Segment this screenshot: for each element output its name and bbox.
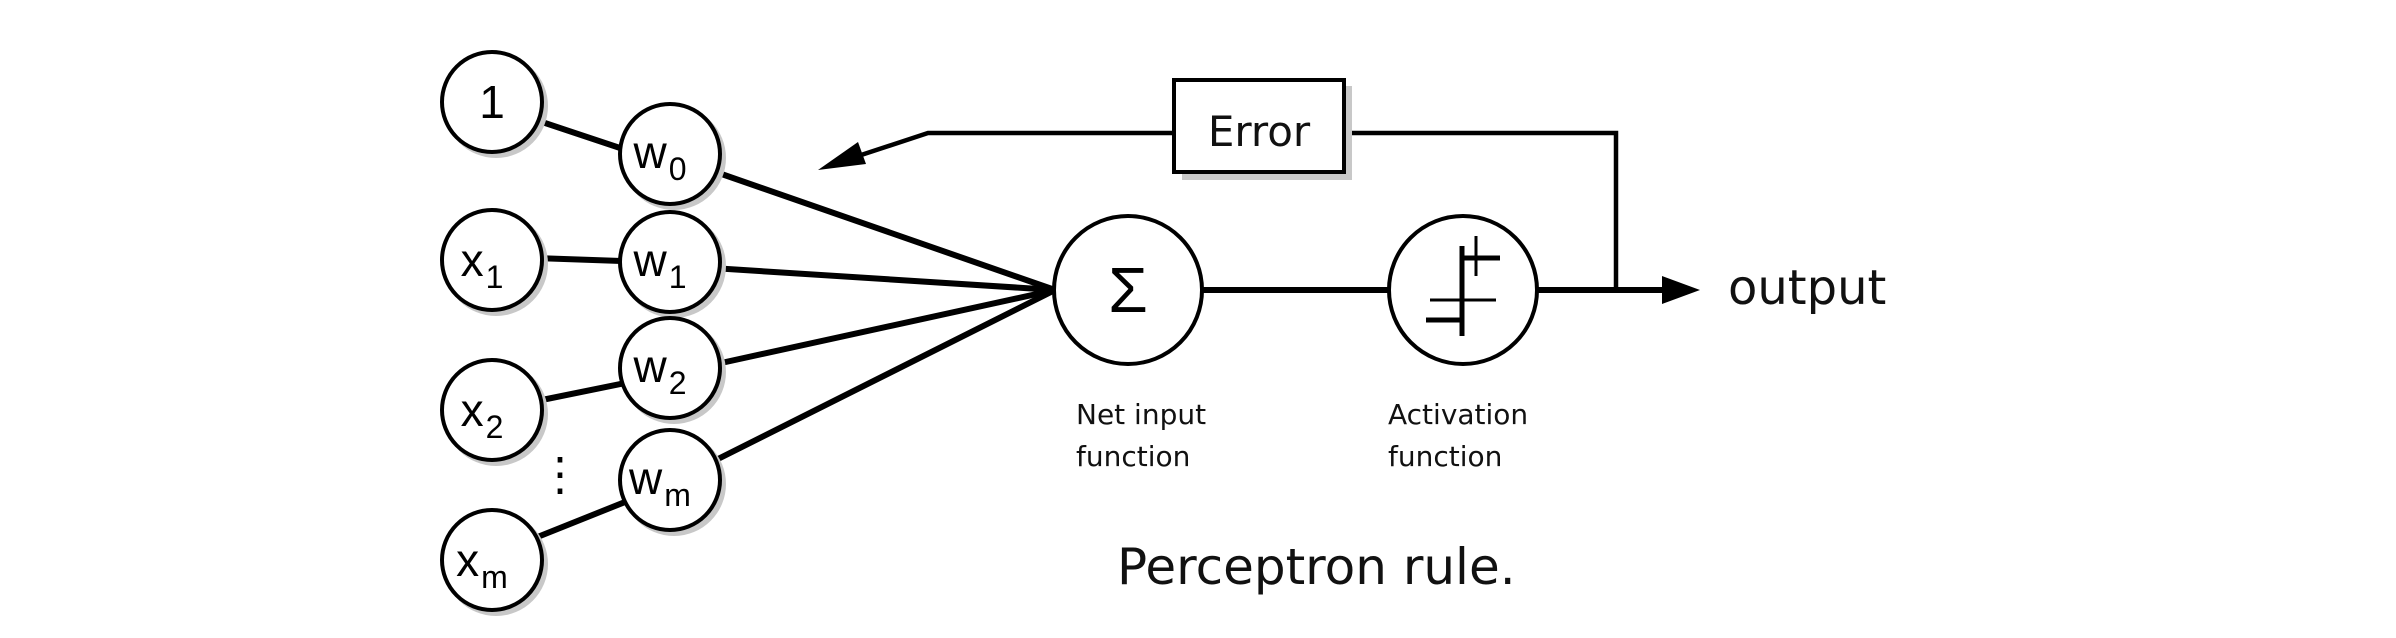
input-node-x2-subscript: 2 [486,409,504,445]
activation-node: Activation function [1387,214,1539,473]
input-node-xm: xm [440,508,548,616]
ellipsis: ⋮ [537,448,583,500]
weight-node-w1-subscript: 1 [669,259,687,295]
connection-wm-sum [709,287,1058,465]
net-input-node: Σ Net input function [1052,214,1206,473]
svg-text:w1: w1 [632,234,686,295]
input-node-x2-label: x [461,384,484,436]
net-input-caption-line1: Net input [1076,398,1206,431]
connection-w1-sum [709,265,1058,293]
weight-node-wm-circle [618,428,722,532]
feedback-line-right [1350,130,1619,290]
sigma-symbol: Σ [1108,254,1148,326]
weight-node-w2: w2 [618,316,726,424]
error-feedback-loop: Error [818,78,1619,290]
output-arrowhead [1662,276,1700,304]
net-input-circle [1052,214,1204,366]
input-node-x2-circle [440,358,544,462]
activation-caption-line2: function [1388,440,1502,473]
feedback-arrowhead [818,142,866,170]
net-input-caption-line2: function [1076,440,1190,473]
weight-node-w2-label: w [632,340,667,392]
diagram-title: Perceptron rule. [1117,538,1516,596]
svg-text:xm: xm [456,534,508,595]
input-node-xm-circle [440,508,544,612]
weight-node-w0-label: w [632,126,667,178]
connection-w2-sum [709,287,1058,368]
svg-text:x1: x1 [461,234,504,295]
weight-node-wm: wm [618,428,726,536]
svg-text:w0: w0 [632,126,686,187]
weight-node-w1-label: w [632,234,667,286]
input-node-x1-label: x [461,234,484,286]
weight-node-wm-subscript: m [664,477,691,513]
svg-text:x2: x2 [461,384,504,445]
error-box [1172,78,1346,174]
error-label: Error [1208,107,1311,156]
input-node-1: 1 [440,50,548,158]
feedback-line-left [851,130,1174,161]
weight-node-w2-circle [618,316,722,420]
input-node-xm-label: x [456,534,479,586]
input-node-x1-circle [440,208,544,312]
input-node-1-circle [440,50,544,154]
svg-text:w2: w2 [632,340,686,401]
weight-node-w0-circle [618,102,722,206]
input-node-xm-subscript: m [481,559,508,595]
weight-sum-connections [707,167,1058,465]
svg-text:wm: wm [628,452,691,513]
weight-node-w0: w0 [618,102,726,210]
output-label: output [1728,260,1886,316]
input-node-1-label: 1 [479,76,505,128]
input-node-x1: x1 [440,208,548,316]
activation-caption-line1: Activation [1388,398,1528,431]
weight-node-w1-circle [618,210,722,314]
input-node-x1-subscript: 1 [486,259,504,295]
connection-w0-sum [707,167,1058,293]
weight-node-w1: w1 [618,210,726,318]
input-node-x2: x2 [440,358,548,466]
step-function-icon [1426,236,1500,336]
weight-node-w0-subscript: 0 [669,151,687,187]
weight-node-w2-subscript: 2 [669,365,687,401]
weight-node-wm-label: w [628,452,663,504]
